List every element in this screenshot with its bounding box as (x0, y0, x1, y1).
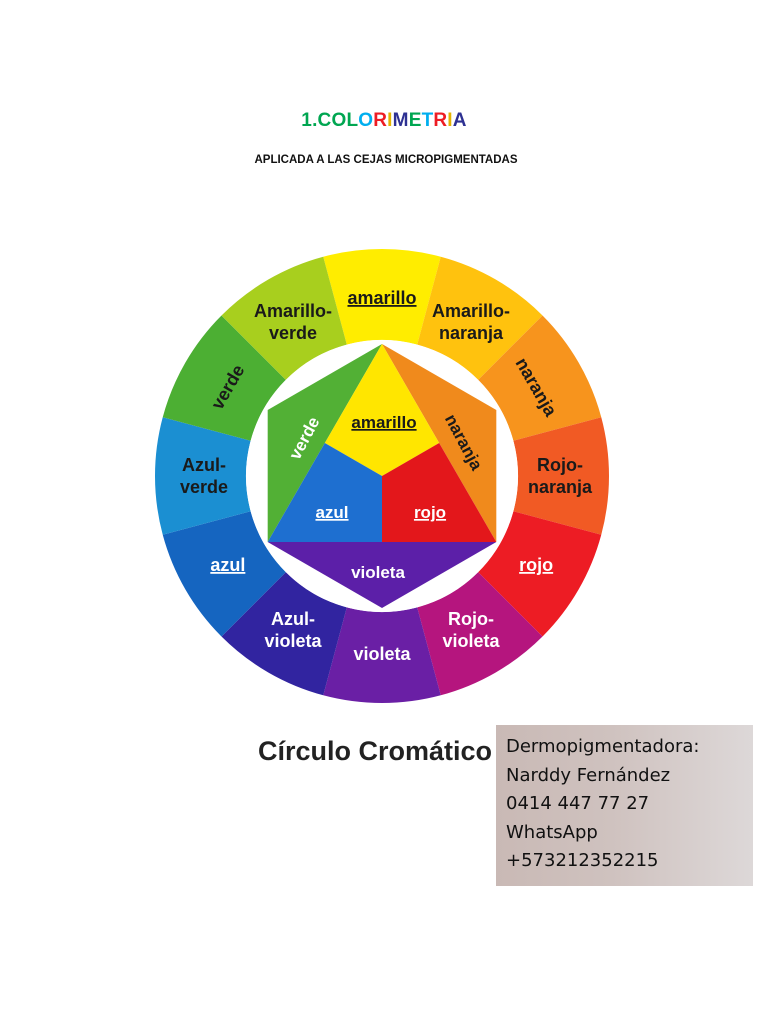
title-letter: M (392, 110, 409, 131)
wheel-segment (155, 417, 251, 535)
primary-region-azul (267, 443, 382, 542)
title-letter: . (312, 110, 318, 131)
document-title: 1.COLORIMETRIA (0, 110, 768, 132)
inner-label-azul: azul (315, 503, 348, 522)
primary-region-rojo (382, 443, 497, 542)
wheel-segment (221, 256, 347, 380)
wheel-segment (162, 511, 286, 637)
title-letter: O (331, 110, 347, 131)
wheel-segment (478, 315, 602, 441)
inner-label-violeta: violeta (351, 563, 405, 582)
title-letter: O (358, 110, 374, 131)
wheel-label: amarillo (347, 288, 416, 308)
contact-whatsapp-number: +573212352215 (506, 850, 659, 871)
title-letter: I (387, 110, 393, 131)
inner-label-rojo: rojo (414, 503, 446, 522)
wheel-segment (162, 315, 286, 441)
title-letter: R (373, 110, 388, 131)
contact-phone: 0414 447 77 27 (506, 793, 650, 814)
wheel-label: Rojo-naranja (528, 455, 593, 497)
wheel-caption: Círculo Cromático (258, 736, 493, 766)
wheel-label: Amarillo-naranja (432, 301, 510, 343)
wheel-segment (417, 256, 543, 380)
title-letter: E (408, 110, 422, 131)
title-letter: 1 (301, 110, 313, 131)
wheel-segment (513, 417, 609, 535)
secondary-triangle-violeta (267, 542, 497, 608)
inner-label-amarillo: amarillo (351, 413, 416, 432)
title-letter: I (447, 110, 453, 131)
document-subtitle: APLICADA A LAS CEJAS MICROPIGMENTADAS (254, 154, 518, 166)
wheel-label: azul (210, 555, 245, 575)
wheel-segment (323, 607, 441, 703)
contact-whatsapp-label: WhatsApp (506, 821, 598, 843)
wheel-segment (417, 572, 543, 696)
contact-box: Dermopigmentadora: Narddy Fernández 0414… (496, 725, 753, 886)
title-letter: L (346, 110, 359, 131)
wheel-segment (221, 572, 347, 696)
wheel-segment (323, 248, 441, 345)
title-letter: T (421, 110, 434, 131)
wheel-label: violeta (353, 644, 411, 664)
contact-name: Narddy Fernández (506, 764, 671, 786)
wheel-label: Azul-violeta (264, 609, 322, 651)
wheel-label: Azul-verde (180, 455, 228, 497)
wheel-label: Amarillo-verde (254, 301, 332, 343)
wheel-label: Rojo-violeta (442, 609, 500, 651)
title-letter: R (433, 110, 448, 131)
contact-role: Dermopigmentadora: (506, 736, 700, 757)
wheel-segment (478, 511, 602, 637)
primary-region-amarillo (324, 344, 440, 476)
wheel-label: rojo (519, 555, 553, 575)
title-letter: A (452, 110, 467, 131)
title-letter: C (317, 110, 332, 131)
